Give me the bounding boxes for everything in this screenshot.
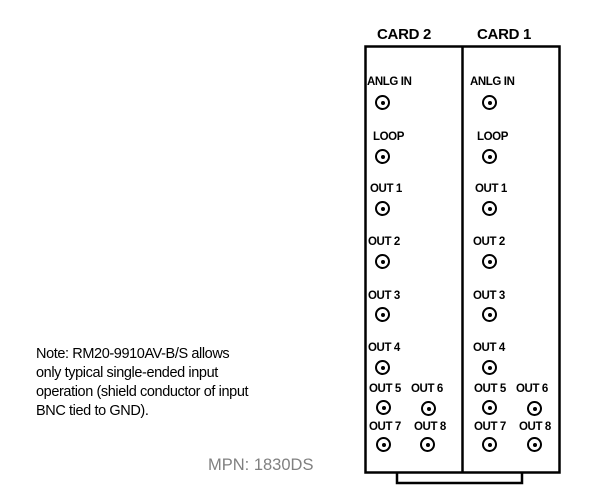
- card1-out1-label: OUT 1: [475, 183, 507, 195]
- note-line-1: Note: RM20-9910AV-B/S allows: [36, 346, 230, 362]
- note-text: Note: RM20-9910AV-B/S allows only typica…: [36, 345, 316, 421]
- card1-out7-bnc-icon: [482, 437, 497, 452]
- card1-out2-label: OUT 2: [473, 236, 505, 248]
- card1-out6-label: OUT 6: [516, 383, 548, 395]
- card2-header: CARD 2: [377, 26, 432, 43]
- card2-out7-bnc-icon: [376, 437, 391, 452]
- card1-out1-bnc-icon: [482, 201, 497, 216]
- card2-out2-label: OUT 2: [368, 236, 400, 248]
- note-line-2: only typical single-ended input: [36, 365, 218, 381]
- card1-out3-bnc-icon: [482, 307, 497, 322]
- card2-out4-bnc-icon: [375, 360, 390, 375]
- note-line-3: operation (shield conductor of input: [36, 384, 249, 400]
- card1-out4-bnc-icon: [482, 360, 497, 375]
- card1-out3-label: OUT 3: [473, 290, 505, 302]
- card2-out4-label: OUT 4: [368, 342, 400, 354]
- mpn-label: MPN: 1830DS: [208, 456, 314, 474]
- card1-loop-bnc-icon: [482, 149, 497, 164]
- card2-out8-bnc-icon: [420, 437, 435, 452]
- card2-out5-label: OUT 5: [369, 383, 401, 395]
- card1-out6-bnc-icon: [527, 401, 542, 416]
- card2-out3-label: OUT 3: [368, 290, 400, 302]
- card1-loop-label: LOOP: [477, 131, 508, 143]
- card1-anlg-in-bnc-icon: [482, 95, 497, 110]
- card2-out1-bnc-icon: [375, 201, 390, 216]
- card1-anlg-in-label: ANLG IN: [470, 76, 515, 88]
- card2-out8-label: OUT 8: [414, 421, 446, 433]
- card2-out5-bnc-icon: [376, 400, 391, 415]
- card1-out7-label: OUT 7: [474, 421, 506, 433]
- card1-out2-bnc-icon: [482, 254, 497, 269]
- card1-out5-label: OUT 5: [474, 383, 506, 395]
- card2-out6-bnc-icon: [421, 401, 436, 416]
- card1-header: CARD 1: [477, 26, 532, 43]
- card1-out5-bnc-icon: [482, 400, 497, 415]
- card2-anlg-in-label: ANLG IN: [367, 76, 412, 88]
- card2-out6-label: OUT 6: [411, 383, 443, 395]
- card2-anlg-in-bnc-icon: [375, 95, 390, 110]
- card1-out4-label: OUT 4: [473, 342, 505, 354]
- card1-out8-bnc-icon: [527, 437, 542, 452]
- card2-loop-label: LOOP: [373, 131, 404, 143]
- card2-out3-bnc-icon: [375, 307, 390, 322]
- panel-foot: [395, 473, 524, 485]
- card2-out7-label: OUT 7: [369, 421, 401, 433]
- card1-out8-label: OUT 8: [519, 421, 551, 433]
- card2-out2-bnc-icon: [375, 254, 390, 269]
- note-line-4: BNC tied to GND).: [36, 403, 149, 419]
- card2-loop-bnc-icon: [375, 149, 390, 164]
- card2-out1-label: OUT 1: [370, 183, 402, 195]
